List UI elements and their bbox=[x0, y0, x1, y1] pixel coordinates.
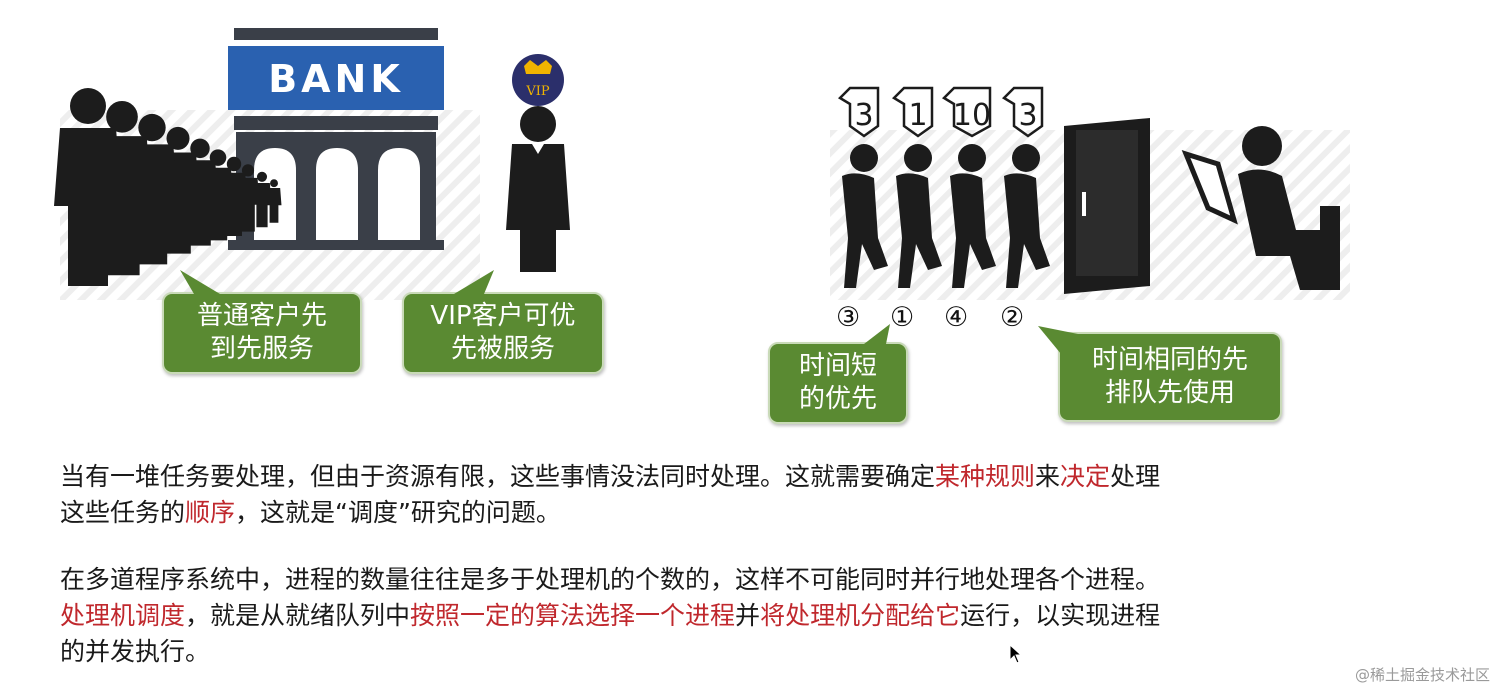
toilet-person-icon bbox=[1181, 126, 1340, 290]
paragraph1-line1: 当有一堆任务要处理，但由于资源有限，这些事情没法同时处理。这就需要确定某种规则来… bbox=[60, 459, 1450, 495]
short-callout-line1: 时间短 bbox=[798, 351, 877, 381]
vip-customer-callout: VIP客户可优 先被服务 bbox=[402, 292, 604, 374]
text-segment: ，就是从就绪队列中 bbox=[185, 601, 411, 630]
vip-person-icon bbox=[506, 54, 570, 272]
short-time-callout: 时间短 的优先 bbox=[768, 342, 908, 424]
text-highlight: 某种规则 bbox=[935, 462, 1036, 491]
text-segment: 这些任务的 bbox=[60, 498, 186, 527]
paragraph2-line3: 的并发执行。 bbox=[60, 634, 1450, 670]
same-callout-line1: 时间相同的先 bbox=[1091, 345, 1248, 375]
vip-callout-line2: 先被服务 bbox=[450, 334, 555, 364]
paragraph2-line1: 在多道程序系统中，进程的数量往往是多于处理机的个数的，这样不可能同时并行地处理各… bbox=[60, 562, 1450, 598]
text-highlight: 将处理机分配给它 bbox=[760, 601, 961, 630]
text-segment: 来 bbox=[1035, 462, 1061, 491]
time-tag-2: 1 bbox=[908, 98, 927, 133]
queue-order-2: ① bbox=[890, 302, 915, 333]
callout-pointer bbox=[1038, 326, 1088, 360]
watermark: @稀土掘金技术社区 bbox=[1354, 666, 1490, 684]
vip-badge-text: VIP bbox=[525, 84, 550, 99]
restroom-queue-illustration: 3 1 10 3 bbox=[830, 86, 1350, 300]
time-tag-3: 10 bbox=[953, 98, 991, 133]
callout-pointer bbox=[454, 270, 494, 294]
callout-pointer bbox=[180, 270, 220, 294]
text-segment: 的并发执行。 bbox=[60, 637, 211, 666]
bank-sign: BANK bbox=[268, 57, 404, 101]
text-highlight: 决定 bbox=[1060, 462, 1111, 491]
short-callout-line2: 的优先 bbox=[798, 384, 877, 414]
normal-customer-callout: 普通客户先 到先服务 bbox=[162, 292, 362, 374]
same-time-callout: 时间相同的先 排队先使用 bbox=[1058, 332, 1282, 422]
text-highlight: 按照一定的算法选择一个进程 bbox=[410, 601, 736, 630]
normal-callout-line2: 到先服务 bbox=[209, 334, 314, 364]
text-highlight: 处理机调度 bbox=[60, 601, 186, 630]
text-highlight: 顺序 bbox=[185, 498, 236, 527]
text-segment: 在多道程序系统中，进程的数量往往是多于处理机的个数的，这样不可能同时并行地处理各… bbox=[60, 565, 1161, 594]
bank-queue-illustration: BANK VIP bbox=[54, 28, 570, 300]
paragraph2-line2: 处理机调度，就是从就绪队列中按照一定的算法选择一个进程并将处理机分配给它运行，以… bbox=[60, 598, 1450, 634]
mouse-cursor-icon bbox=[1009, 644, 1023, 664]
waiting-people-icon bbox=[842, 144, 1050, 288]
text-segment: 并 bbox=[735, 601, 761, 630]
text-segment: 处理 bbox=[1110, 462, 1161, 491]
text-segment: 当有一堆任务要处理，但由于资源有限，这些事情没法同时处理。这就需要确定 bbox=[60, 462, 936, 491]
normal-callout-line1: 普通客户先 bbox=[196, 301, 327, 331]
queue-order-4: ② bbox=[1000, 302, 1025, 333]
door-icon bbox=[1064, 118, 1150, 294]
time-tag-icons bbox=[837, 86, 1044, 138]
processor-scheduling-paragraph: 在多道程序系统中，进程的数量往往是多于处理机的个数的，这样不可能同时并行地处理各… bbox=[60, 562, 1450, 670]
time-tag-4: 3 bbox=[1018, 98, 1037, 133]
text-segment: 运行，以实现进程 bbox=[960, 601, 1161, 630]
callout-pointer bbox=[864, 324, 890, 344]
scheduling-intro-paragraph: 当有一堆任务要处理，但由于资源有限，这些事情没法同时处理。这就需要确定某种规则来… bbox=[60, 459, 1450, 531]
queue-order-3: ④ bbox=[944, 302, 969, 333]
paragraph1-line2: 这些任务的顺序，这就是“调度”研究的问题。 bbox=[60, 495, 1450, 531]
text-segment: ，这就是“调度”研究的问题。 bbox=[235, 498, 561, 527]
time-tag-1: 3 bbox=[854, 98, 873, 133]
queue-order-1: ③ bbox=[836, 302, 861, 333]
same-callout-line2: 排队先使用 bbox=[1104, 378, 1235, 408]
vip-callout-line1: VIP客户可优 bbox=[430, 301, 576, 331]
people-queue-icon bbox=[54, 88, 282, 286]
